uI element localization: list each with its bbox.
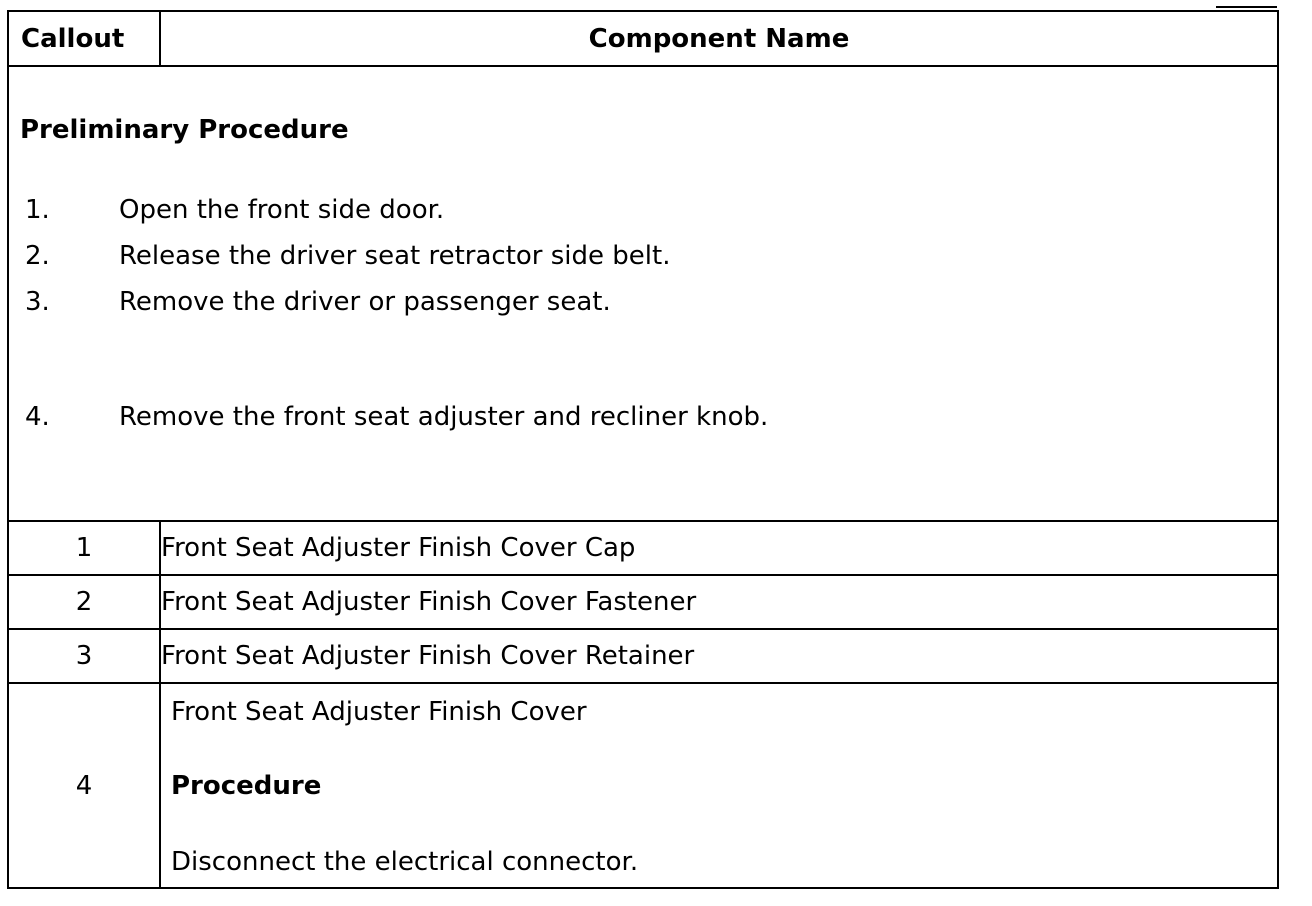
step-number: 3. xyxy=(25,287,50,317)
step-text: Remove the driver or passenger seat. xyxy=(119,287,611,317)
callout-number: 1 xyxy=(7,520,161,576)
table-row: 1 Front Seat Adjuster Finish Cover Cap xyxy=(7,520,1279,576)
procedure-label: Procedure xyxy=(171,771,322,801)
component-name: Front Seat Adjuster Finish Cover Cap xyxy=(159,520,1279,576)
component-name-cell: Front Seat Adjuster Finish Cover Procedu… xyxy=(159,682,1279,889)
step-number: 4. xyxy=(25,402,50,432)
table-row: 2 Front Seat Adjuster Finish Cover Faste… xyxy=(7,574,1279,630)
component-name: Front Seat Adjuster Finish Cover xyxy=(171,697,587,727)
procedure-text: Disconnect the electrical connector. xyxy=(171,847,639,877)
component-table: Callout Component Name Preliminary Proce… xyxy=(7,10,1279,889)
component-name: Front Seat Adjuster Finish Cover Retaine… xyxy=(159,628,1279,684)
header-row: Callout Component Name xyxy=(7,10,1279,67)
header-callout: Callout xyxy=(7,10,161,67)
step-number: 2. xyxy=(25,241,50,271)
step-2: 2. Release the driver seat retractor side… xyxy=(25,241,670,271)
step-number: 1. xyxy=(25,195,50,225)
step-text: Remove the front seat adjuster and recli… xyxy=(119,402,769,432)
table-row: 4 Front Seat Adjuster Finish Cover Proce… xyxy=(7,682,1279,889)
callout-number: 3 xyxy=(7,628,161,684)
component-name: Front Seat Adjuster Finish Cover Fastene… xyxy=(159,574,1279,630)
step-3: 3. Remove the driver or passenger seat. xyxy=(25,287,611,317)
step-text: Release the driver seat retractor side b… xyxy=(119,241,671,271)
step-1: 1. Open the front side door. xyxy=(25,195,444,225)
preliminary-procedure-row: Preliminary Procedure 1. Open the front s… xyxy=(7,65,1279,522)
table-row: 3 Front Seat Adjuster Finish Cover Retai… xyxy=(7,628,1279,684)
step-text: Open the front side door. xyxy=(119,195,445,225)
preliminary-procedure-title: Preliminary Procedure xyxy=(20,115,349,145)
callout-number: 4 xyxy=(7,682,161,889)
step-4: 4. Remove the front seat adjuster and rec… xyxy=(25,402,768,432)
top-rule xyxy=(1216,6,1277,8)
preliminary-procedure-cell: Preliminary Procedure 1. Open the front s… xyxy=(7,65,1279,522)
header-component-name: Component Name xyxy=(159,10,1279,67)
callout-number: 2 xyxy=(7,574,161,630)
